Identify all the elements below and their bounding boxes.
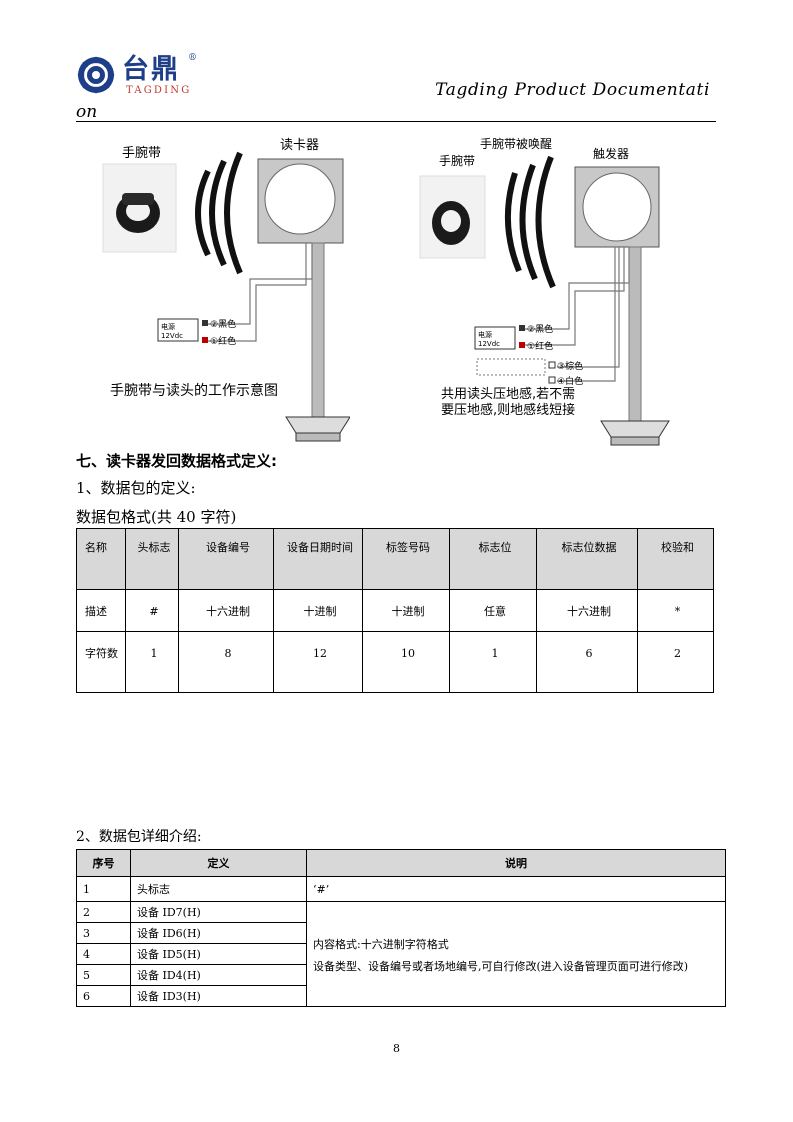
column-header-definition: 定义 — [130, 849, 307, 877]
row-description: ‘#’ — [306, 876, 726, 902]
trigger-pole — [600, 246, 670, 446]
registered-mark: ® — [188, 53, 197, 63]
wire-red-label: ①红色 — [527, 340, 553, 352]
table-row: 描述 # 十六进制 十进制 十进制 任意 十六进制 * — [76, 589, 714, 632]
table-header-row: 序号 定义 说明 — [76, 849, 726, 877]
diagram-note-line1: 共用读头压地感,若不需 — [441, 386, 575, 402]
wires — [208, 243, 313, 342]
table-cell: 描述 — [76, 589, 126, 632]
section-heading: 七、读卡器发回数据格式定义: — [76, 452, 277, 470]
row-number: 5 — [76, 964, 131, 986]
power-box: 电源 12Vdc — [474, 326, 516, 350]
logo-chinese-name: 台鼎 — [122, 54, 180, 85]
table-cell: # — [125, 589, 179, 632]
table-cell: 8 — [178, 631, 274, 693]
table-cell: 十六进制 — [178, 589, 274, 632]
table-cell: 2 — [637, 631, 714, 693]
logo-english-name: TAGDING — [126, 85, 192, 96]
svg-text:电源: 电源 — [478, 330, 492, 339]
table-cell: 任意 — [449, 589, 537, 632]
table-cell: 头标志 — [125, 528, 179, 590]
merged-description-cell: 内容格式:十六进制字符格式 设备类型、设备编号或者场地编号,可自行修改(进入设备… — [306, 901, 726, 1007]
wires — [525, 247, 630, 382]
table-cell: 设备编号 — [178, 528, 274, 590]
table-cell: 标志位 — [449, 528, 537, 590]
table-cell: 1 — [125, 631, 179, 693]
table-cell: 名称 — [76, 528, 126, 590]
trigger-diagram: 手腕带被唤醒 手腕带 触发器 电源 12Vdc ②黑色 ①红色 ③棕色 ④白色 … — [419, 136, 670, 446]
reader-device — [257, 158, 344, 244]
table-row: 字符数 1 8 12 10 1 6 2 — [76, 631, 714, 693]
packet-format-table: 名称 头标志 设备编号 设备日期时间 标签号码 标志位 标志位数据 校验和 描述… — [76, 528, 714, 693]
table-cell: 设备日期时间 — [273, 528, 363, 590]
reader-label: 读卡器 — [280, 138, 319, 153]
reader-pole — [285, 242, 350, 442]
woken-label: 手腕带被唤醒 — [480, 136, 552, 151]
table-cell: 标志位数据 — [536, 528, 638, 590]
table-cell: 校验和 — [637, 528, 714, 590]
table-cell: 10 — [362, 631, 450, 693]
wire-brown-label: ③棕色 — [557, 360, 583, 372]
diagram-caption: 手腕带与读头的工作示意图 — [110, 382, 278, 399]
table-row: 6 设备 ID3(H) — [76, 985, 726, 1007]
signal-waves-icon — [504, 155, 556, 289]
svg-text:电源: 电源 — [161, 322, 175, 331]
wire-white-label: ④白色 — [557, 375, 583, 387]
table-cell: 标签号码 — [362, 528, 450, 590]
table-cell: 十进制 — [273, 589, 363, 632]
wristband-label: 手腕带 — [439, 153, 475, 168]
column-header-no: 序号 — [76, 849, 131, 877]
ground-loop-box — [476, 358, 546, 376]
wire-black-label: ②黑色 — [527, 323, 553, 335]
table-cell: 十进制 — [362, 589, 450, 632]
description-line: 设备类型、设备编号或者场地编号,可自行修改(进入设备管理页面可进行修改) — [313, 960, 689, 973]
diagram-note-line2: 要压地感,则地感线短接 — [441, 402, 575, 418]
wristband-label: 手腕带 — [122, 145, 161, 161]
table-row: 1 头标志 ‘#’ — [76, 876, 726, 902]
trigger-label: 触发器 — [593, 146, 629, 161]
wire-red-label: ①红色 — [210, 335, 236, 347]
row-number: 1 — [76, 876, 131, 902]
row-number: 6 — [76, 985, 131, 1007]
table-cell: 6 — [536, 631, 638, 693]
trigger-device — [574, 166, 660, 248]
document-title-wrap: on — [76, 102, 98, 122]
row-number: 4 — [76, 943, 131, 965]
row-definition: 设备 ID3(H) — [130, 985, 307, 1007]
subheading-packet-details: 2、数据包详细介绍: — [76, 829, 202, 845]
row-definition: 设备 ID7(H) — [130, 901, 307, 923]
table-cell: * — [637, 589, 714, 632]
row-definition: 设备 ID4(H) — [130, 964, 307, 986]
svg-text:12Vdc: 12Vdc — [478, 340, 500, 348]
row-definition: 设备 ID6(H) — [130, 922, 307, 944]
table-header-row: 名称 头标志 设备编号 设备日期时间 标签号码 标志位 标志位数据 校验和 — [76, 528, 714, 590]
row-number: 3 — [76, 922, 131, 944]
reader-diagram: 手腕带 读卡器 电源 12Vdc ②黑色 ①红色 手腕带与读头的工作示意图 — [102, 138, 350, 442]
signal-waves-icon — [195, 151, 243, 275]
packet-detail-table: 序号 定义 说明 1 头标志 ‘#’ 2 设备 ID7(H) 内容格式:十六进制… — [76, 849, 726, 1007]
table-cell: 12 — [273, 631, 363, 693]
tagding-logo-icon — [77, 56, 115, 94]
column-header-description: 说明 — [306, 849, 726, 877]
wristband-photo — [102, 163, 177, 253]
row-definition: 设备 ID5(H) — [130, 943, 307, 965]
wire-black-label: ②黑色 — [210, 318, 236, 330]
table-cell: 字符数 — [76, 631, 126, 693]
power-box: 电源 12Vdc — [157, 318, 199, 342]
packet-format-label: 数据包格式(共 40 字符) — [76, 508, 237, 526]
subheading-packet-definition: 1、数据包的定义: — [76, 479, 196, 497]
row-number: 2 — [76, 901, 131, 923]
table-cell: 1 — [449, 631, 537, 693]
svg-text:12Vdc: 12Vdc — [161, 332, 183, 340]
document-title: Tagding Product Documentati — [435, 80, 710, 100]
page-number: 8 — [393, 1042, 400, 1055]
wristband-photo — [419, 175, 486, 259]
header-divider — [76, 121, 716, 122]
description-line: 内容格式:十六进制字符格式 — [313, 938, 449, 951]
table-row: 2 设备 ID7(H) 内容格式:十六进制字符格式 设备类型、设备编号或者场地编… — [76, 901, 726, 1007]
table-cell: 十六进制 — [536, 589, 638, 632]
row-definition: 头标志 — [130, 876, 307, 902]
